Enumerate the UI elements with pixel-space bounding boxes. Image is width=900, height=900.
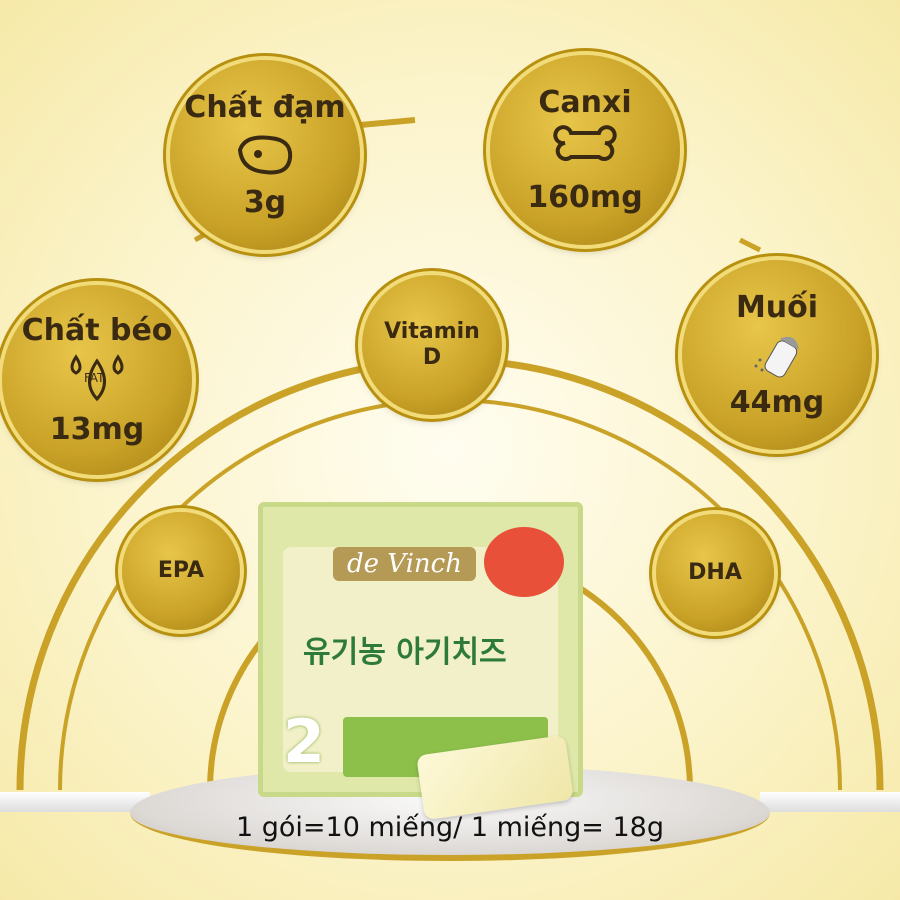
fat-value: 13mg — [49, 412, 145, 447]
epa-badge: EPA — [122, 512, 240, 630]
cheese-package: de Vinch 유기농 아기치즈 2 — [258, 502, 583, 797]
sodium-badge — [484, 527, 564, 597]
salt-value: 44mg — [729, 385, 825, 420]
protein-value: 3g — [243, 185, 287, 220]
steak-icon — [237, 135, 293, 175]
vitamin-d-badge: Vitamin D — [362, 275, 502, 415]
protein-label: Chất đạm — [184, 90, 346, 125]
salt-label: Muối — [735, 290, 819, 325]
dha-label: DHA — [688, 559, 742, 585]
calcium-badge: Canxi 160mg — [490, 55, 680, 245]
shelf-right — [760, 792, 900, 812]
fat-label: Chất béo — [21, 313, 173, 348]
shelf-left — [0, 792, 150, 812]
fat-badge: Chất béo FAT 13mg — [2, 285, 192, 475]
vitamin-d-label-line1: Vitamin — [384, 318, 480, 344]
brand-logo: de Vinch — [333, 547, 476, 581]
fat-drops-icon: FAT — [62, 347, 132, 413]
salt-shaker-icon — [754, 336, 799, 378]
protein-badge: Chất đạm 3g — [170, 60, 360, 250]
vitamin-d-label-line2: D — [422, 345, 442, 370]
bone-icon — [553, 125, 617, 161]
calcium-value: 160mg — [527, 180, 643, 215]
salt-badge: Muối 44mg — [682, 260, 872, 450]
epa-label: EPA — [157, 557, 205, 583]
serving-caption: 1 gói=10 miếng/ 1 miếng= 18g — [236, 812, 664, 843]
calcium-label: Canxi — [538, 85, 632, 120]
dha-badge: DHA — [656, 514, 774, 632]
fat-icon-text: FAT — [84, 371, 105, 385]
product-name: 유기농 아기치즈 — [303, 635, 507, 670]
stage-number: 2 — [283, 707, 325, 777]
